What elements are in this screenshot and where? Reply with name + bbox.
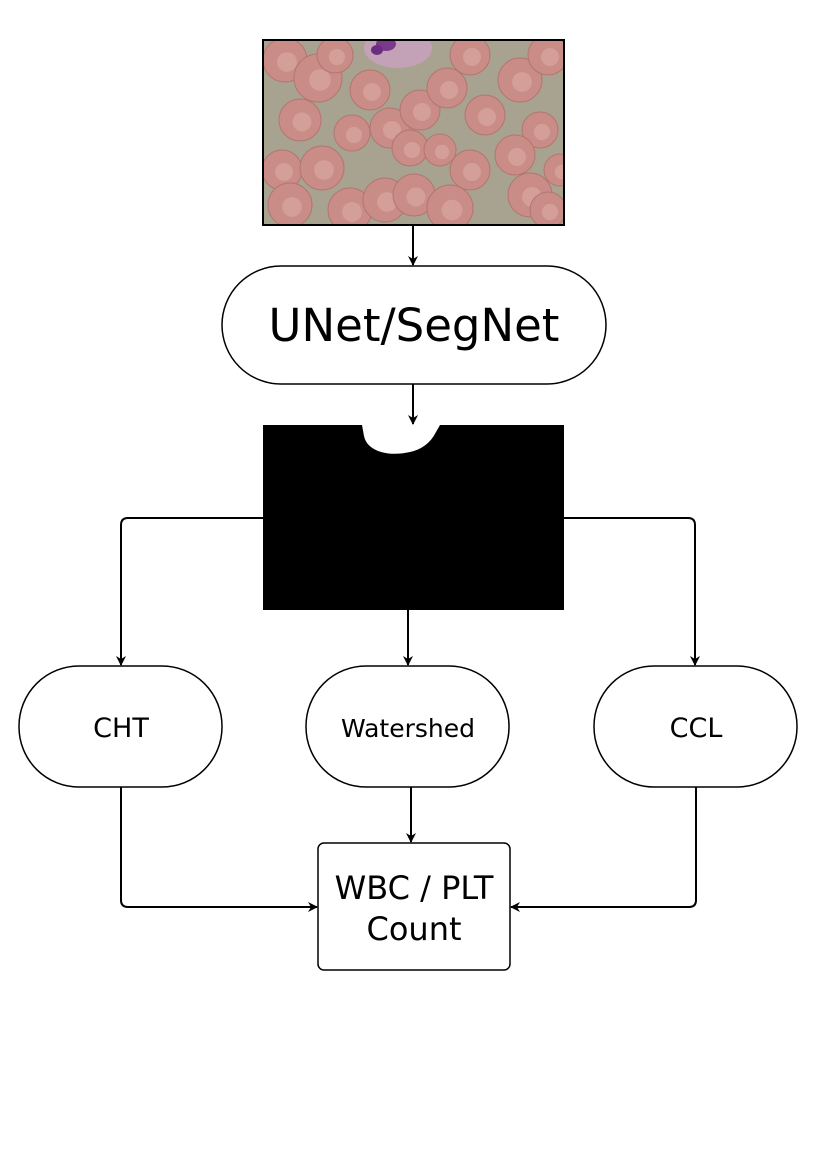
red-blood-cell-center <box>541 48 559 66</box>
red-blood-cell-center <box>377 192 397 212</box>
red-blood-cell-center <box>328 48 346 66</box>
edge-mask-to-ccl <box>564 517 700 666</box>
red-blood-cell-center <box>440 81 458 99</box>
red-blood-cell-center <box>541 203 559 221</box>
red-blood-cell-center <box>413 103 431 121</box>
count-label-line2: Count <box>366 910 461 948</box>
ccl-label: CCL <box>670 713 723 744</box>
red-blood-cell-center <box>463 163 481 181</box>
edge-ccl-to-count <box>510 787 697 912</box>
red-blood-cell-center <box>342 202 362 222</box>
red-blood-cells <box>263 40 564 225</box>
red-blood-cell-center <box>478 108 496 126</box>
red-blood-cell-center <box>275 163 293 181</box>
count-node: WBC / PLT Count <box>317 842 511 971</box>
red-blood-cell-center <box>512 72 532 92</box>
wbc-nucleus <box>364 40 432 68</box>
red-blood-cell-center <box>383 121 401 139</box>
red-blood-cell-center <box>434 144 450 160</box>
edge-mask-to-cht <box>116 517 263 666</box>
red-blood-cell-center <box>345 126 363 144</box>
count-label-line1: WBC / PLT <box>335 869 494 907</box>
cht-node: CHT <box>18 665 223 788</box>
red-blood-cell-center <box>441 199 463 221</box>
red-blood-cell-center <box>292 112 312 132</box>
mask-cell-blob <box>362 425 440 454</box>
segmentation-mask-image <box>263 425 564 610</box>
red-blood-cell-center <box>277 52 297 72</box>
red-blood-cell-center <box>463 48 481 66</box>
red-blood-cell-center <box>406 187 426 207</box>
red-blood-cell-center <box>314 160 334 180</box>
watershed-node: Watershed <box>305 665 510 788</box>
segmenter-label: UNet/SegNet <box>269 299 560 352</box>
red-blood-cell-center <box>282 197 302 217</box>
red-blood-cell-center <box>309 69 331 91</box>
red-blood-cell-center <box>363 83 381 101</box>
red-blood-cell-center <box>533 123 551 141</box>
input-smear-image <box>263 40 564 225</box>
edge-cht-to-count <box>120 787 318 912</box>
red-blood-cell-center <box>403 141 421 159</box>
segmenter-node: UNet/SegNet <box>221 265 607 385</box>
watershed-label: Watershed <box>341 714 475 743</box>
red-blood-cell-center <box>554 164 564 180</box>
red-blood-cell-center <box>508 148 526 166</box>
cht-label: CHT <box>93 713 149 744</box>
ccl-node: CCL <box>593 665 798 788</box>
